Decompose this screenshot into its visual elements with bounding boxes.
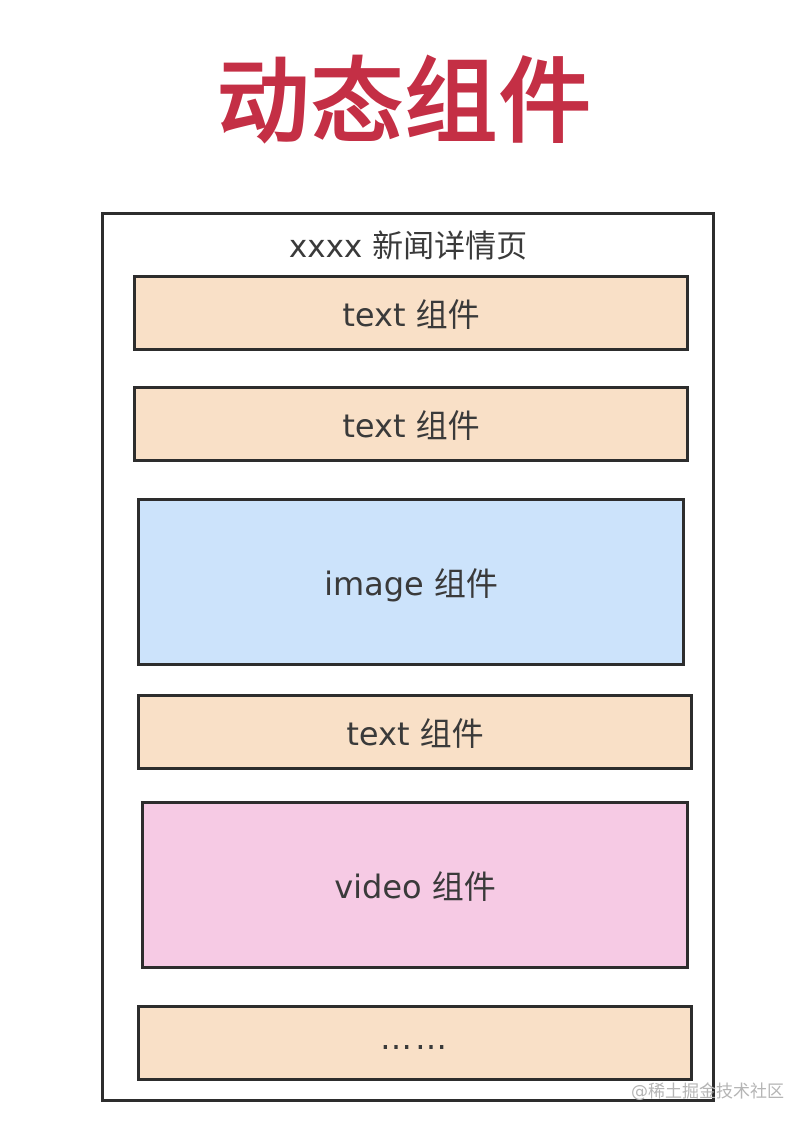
image-component-block: image 组件 [137,498,685,666]
news-detail-page-frame: xxxx 新闻详情页 text 组件 text 组件 image 组件 text… [101,212,715,1102]
page-title: xxxx 新闻详情页 [288,229,528,265]
text-component-block: text 组件 [133,386,689,462]
video-component-block: video 组件 [141,801,689,969]
text-component-block: text 组件 [133,275,689,351]
diagram-title: 动态组件 [216,49,593,156]
text-component-block: text 组件 [137,694,693,770]
more-components-block: …… [137,1005,693,1081]
watermark: @稀土掘金技术社区 [631,1082,784,1102]
